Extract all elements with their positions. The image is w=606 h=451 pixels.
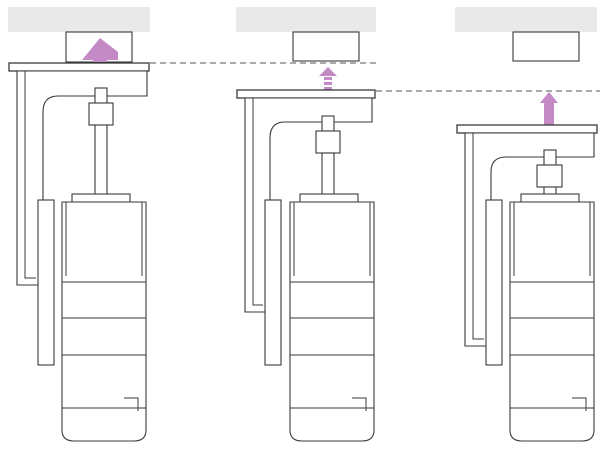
mount-bracket-plate [456, 124, 598, 134]
ceiling-surface [455, 7, 597, 32]
camera-top-plate [299, 193, 359, 203]
camera-body [61, 201, 147, 442]
spindle-cap [94, 87, 108, 104]
bracket-lower-arm [264, 199, 282, 366]
up-arrow-dashed-icon [319, 67, 337, 90]
step-3-panel [455, 7, 598, 442]
spindle-rod [94, 124, 108, 198]
up-arrow-icon [82, 38, 118, 62]
spindle-collar [536, 164, 563, 188]
bracket-arm [16, 70, 148, 286]
spindle-cap [321, 115, 335, 132]
bracket-lower-arm [37, 199, 55, 366]
step-2-panel [236, 7, 376, 442]
bracket-arm [244, 97, 373, 313]
ceiling-surface [236, 7, 376, 32]
mount-bracket-plate [236, 89, 376, 99]
spindle-collar [315, 130, 341, 154]
spindle-cap [543, 149, 557, 166]
camera-top-plate [520, 193, 580, 203]
spindle-collar [88, 102, 114, 126]
camera-body [289, 201, 375, 442]
bracket-lower-arm [485, 199, 503, 366]
up-arrow-icon [540, 92, 558, 125]
camera-top-plate [71, 193, 131, 203]
mount-bracket-plate [8, 62, 150, 72]
spindle-rod [321, 152, 335, 198]
ceiling-mount-block [292, 31, 360, 62]
ceiling-mount-block [512, 31, 580, 62]
ceiling-surface [8, 7, 150, 32]
step-1-panel [8, 7, 150, 442]
camera-body [509, 201, 595, 442]
